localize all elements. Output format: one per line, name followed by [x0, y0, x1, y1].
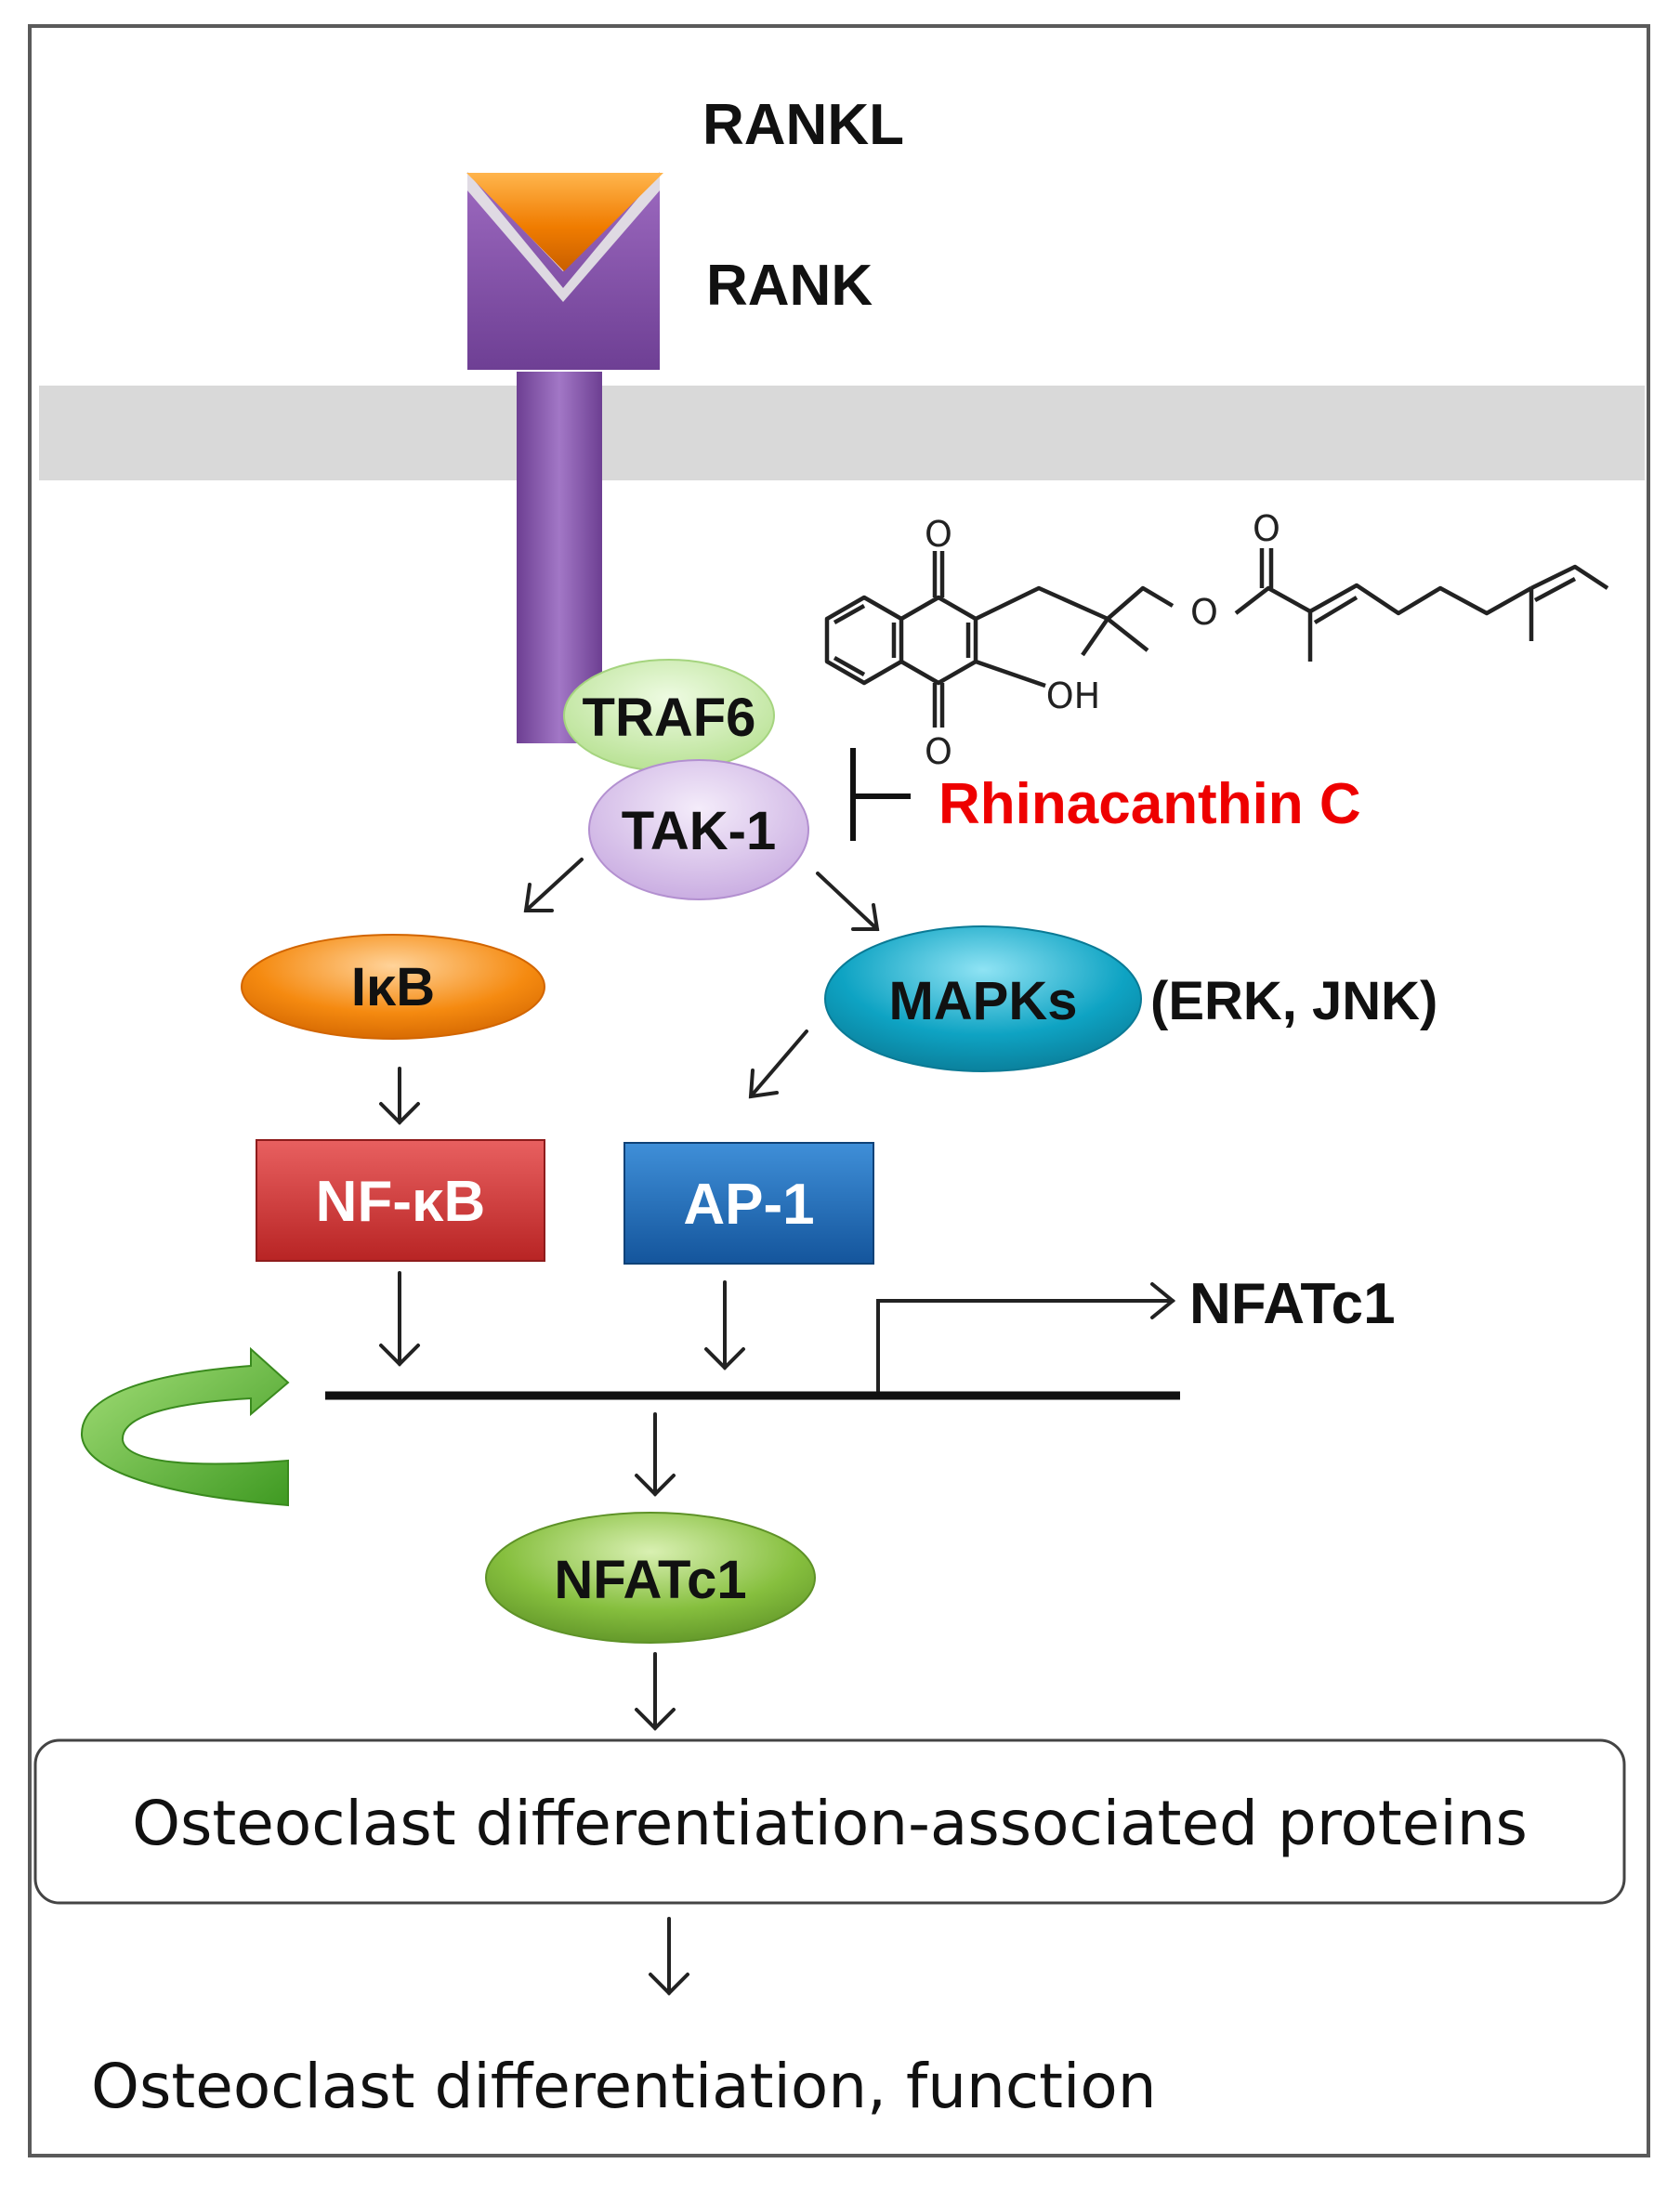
structure-oh: OH	[1046, 675, 1100, 716]
rhinacanthin-c-label: Rhinacanthin C	[938, 772, 1361, 836]
ap1-node	[623, 1142, 874, 1265]
ikb-label: IκB	[351, 957, 435, 1017]
nfatc1-node	[485, 1512, 816, 1644]
rankl-label: RANKL	[702, 93, 904, 157]
inhibition-symbol	[850, 748, 911, 841]
structure-o-bottom: O	[925, 731, 952, 772]
proteins-box	[33, 1738, 1626, 1905]
mapks-detail-label: (ERK, JNK)	[1150, 971, 1437, 1031]
cell-membrane	[39, 386, 1645, 480]
rhinacanthin-c-structure	[824, 548, 1609, 728]
nfatc1-protein-label: NFATc1	[554, 1550, 746, 1610]
pathway-arrows	[379, 858, 1176, 1996]
structure-o-top: O	[925, 514, 952, 555]
tak1-node	[588, 759, 809, 900]
rank-label: RANK	[706, 254, 873, 318]
rankl-ligand	[466, 173, 663, 271]
mapks-node	[824, 925, 1142, 1072]
ap1-label: AP-1	[683, 1173, 814, 1237]
mapks-label: MAPKs	[888, 971, 1077, 1031]
proteins-box-label: Osteoclast differentiation-associated pr…	[132, 1788, 1528, 1859]
nfkb-label: NF-κB	[316, 1170, 486, 1234]
outcome-label: Osteoclast differentiation, function	[91, 2051, 1157, 2122]
structure-o-carbonyl: O	[1253, 508, 1280, 549]
nfatc1-gene-label: NFATc1	[1189, 1272, 1396, 1336]
traf6-label: TRAF6	[583, 688, 756, 748]
tak1-label: TAK-1	[622, 801, 776, 861]
structure-o-ester: O	[1190, 592, 1218, 633]
feedback-arrow	[80, 1346, 290, 1507]
nfkb-node	[256, 1139, 545, 1262]
ikb-node	[241, 934, 545, 1040]
